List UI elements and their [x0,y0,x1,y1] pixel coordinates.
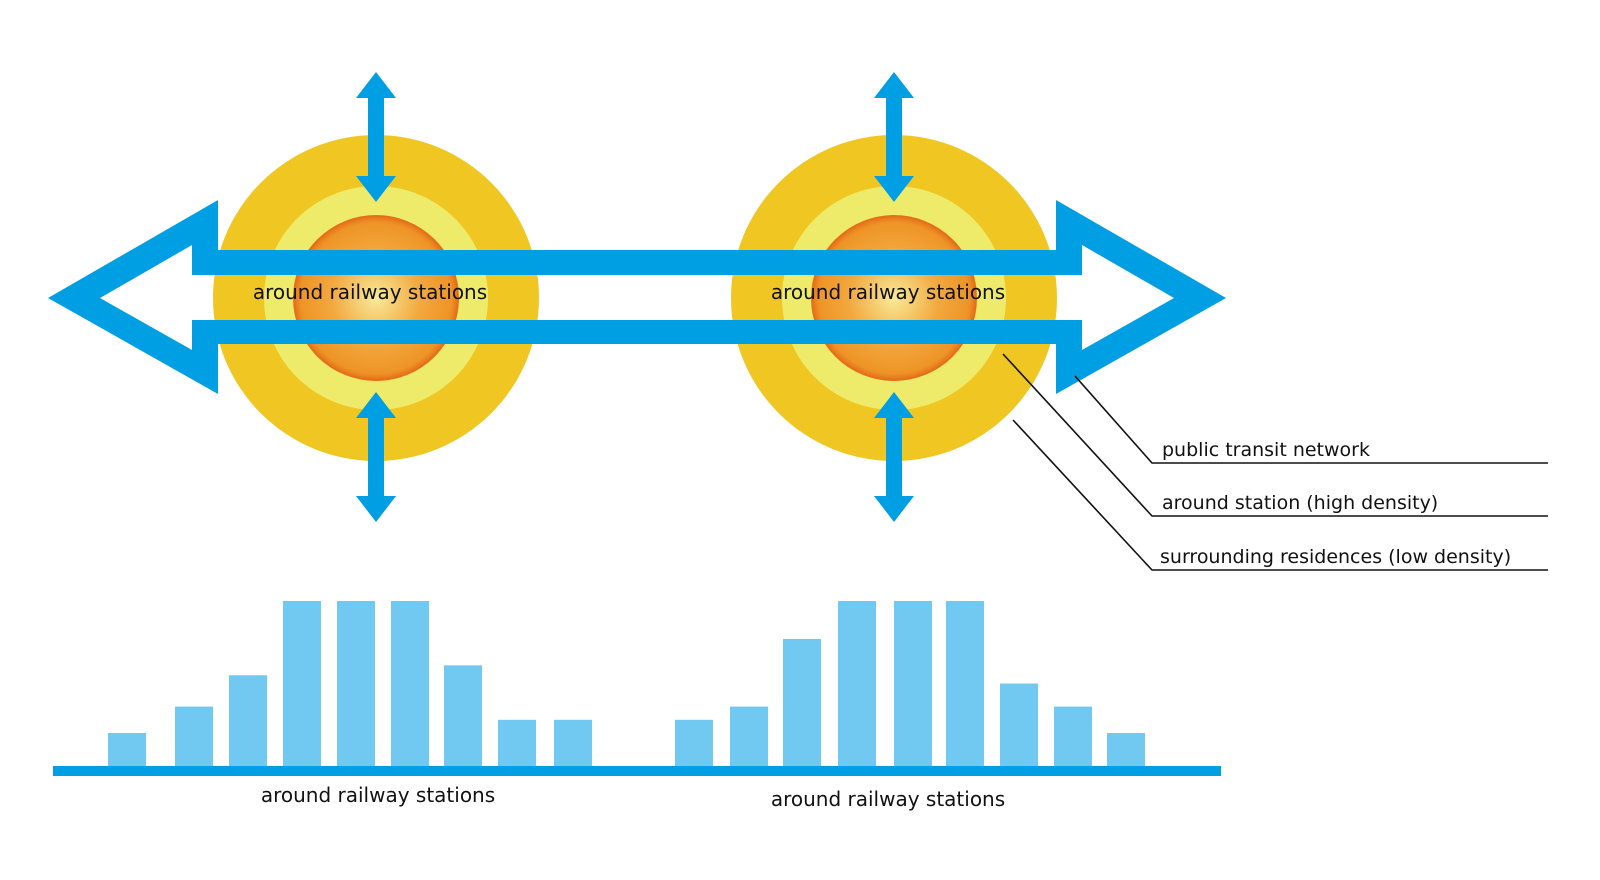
density-bar-right-2 [730,706,768,766]
station-label-right: around railway stations [771,280,1005,304]
vertical-arrow-down-right [874,392,914,522]
leader-line-high-density [1002,353,1548,517]
density-bar-right-7 [1000,683,1038,766]
density-bar-right-5 [894,601,932,766]
vertical-arrow-up-left [356,72,396,202]
density-bar-right-3 [783,638,821,766]
chart-label-left: around railway stations [261,783,495,807]
density-bar-left-3 [229,675,267,766]
density-bar-left-4 [283,601,321,766]
legend-low-density: surrounding residences (low density) [1160,546,1511,568]
legend-public-transit: public transit network [1162,439,1370,461]
density-bar-right-1 [675,719,713,766]
density-bar-chart-right [675,601,1145,766]
density-bar-left-2 [175,706,213,766]
density-bar-right-8 [1054,706,1092,766]
chart-baseline [53,766,1221,776]
vertical-arrow-down-left [356,392,396,522]
vertical-arrow-up-right [874,72,914,202]
legend-high-density: around station (high density) [1162,492,1438,514]
station-label-left: around railway stations [253,280,487,304]
density-bar-chart-left [108,601,592,766]
density-bar-left-8 [498,719,536,766]
density-bar-left-6 [391,601,429,766]
leader-line-transit [1074,375,1548,464]
density-bar-right-4 [838,601,876,766]
leader-line-low-density [1012,419,1548,571]
density-bar-left-5 [337,601,375,766]
density-bar-left-7 [444,665,482,766]
density-bar-right-9 [1107,733,1145,766]
chart-label-right: around railway stations [771,787,1005,811]
density-bar-left-1 [108,733,146,766]
density-bar-right-6 [946,601,984,766]
density-bar-left-9 [554,719,592,766]
